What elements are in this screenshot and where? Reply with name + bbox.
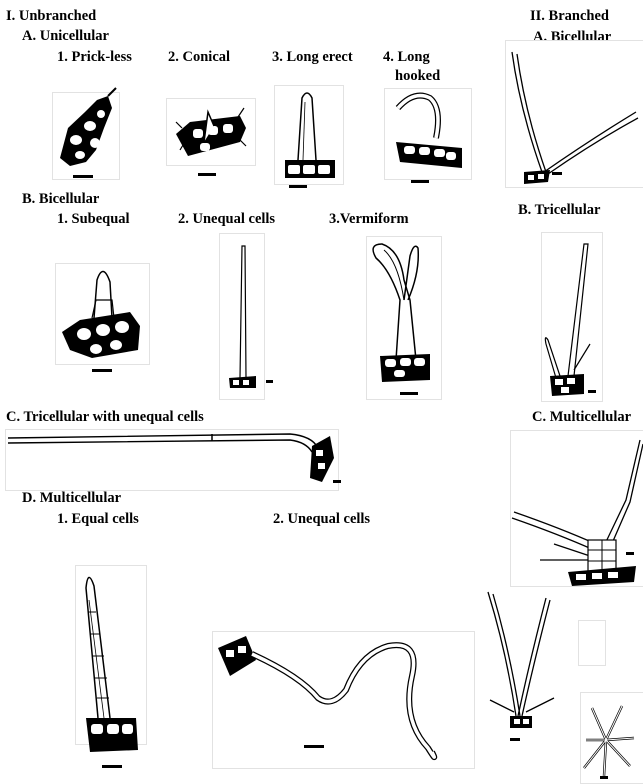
scale-bar-unequal-cells-multi xyxy=(304,745,324,748)
conical-trichome-drawing xyxy=(176,108,246,156)
long-hooked-trichome-drawing xyxy=(396,96,462,168)
scale-bar-long-erect xyxy=(289,185,307,188)
prickless-trichome-drawing xyxy=(60,88,116,166)
scale-bar-branched-multicellular xyxy=(626,552,634,555)
scale-bar-branched-bicellular xyxy=(552,172,562,175)
branched-bicellular-trichome-drawing xyxy=(512,52,638,184)
tricellular-unequal-trichome-drawing xyxy=(8,434,334,482)
scale-bar-long-hooked xyxy=(411,180,429,183)
scale-bar-branched-lower xyxy=(510,738,520,741)
subequal-trichome-drawing xyxy=(62,271,140,358)
equal-cells-trichome-drawing xyxy=(86,577,138,752)
unequal-cells-trichome-drawing xyxy=(229,246,256,388)
unequal-cells-multi-trichome-drawing xyxy=(218,636,434,757)
scale-bar-conical xyxy=(198,173,216,176)
branched-multicellular-lower-drawing xyxy=(488,592,554,728)
scale-bar-star xyxy=(600,776,608,779)
scale-bar-branched-tricellular xyxy=(588,390,596,393)
branched-multicellular-trichome-drawing xyxy=(512,440,643,586)
long-erect-trichome-drawing xyxy=(285,93,335,178)
scale-bar-equal-cells xyxy=(102,765,122,768)
scale-bar-subequal xyxy=(92,369,112,372)
scale-bar-prickless xyxy=(73,175,93,178)
vermiform-trichome-drawing xyxy=(373,244,430,382)
scale-bar-unequal-cells xyxy=(266,380,273,383)
branched-tricellular-trichome-drawing xyxy=(545,244,590,396)
scale-bar-tricellular-unequal xyxy=(333,480,341,483)
scale-bar-vermiform xyxy=(400,392,418,395)
star-trichome-drawing xyxy=(584,706,634,776)
